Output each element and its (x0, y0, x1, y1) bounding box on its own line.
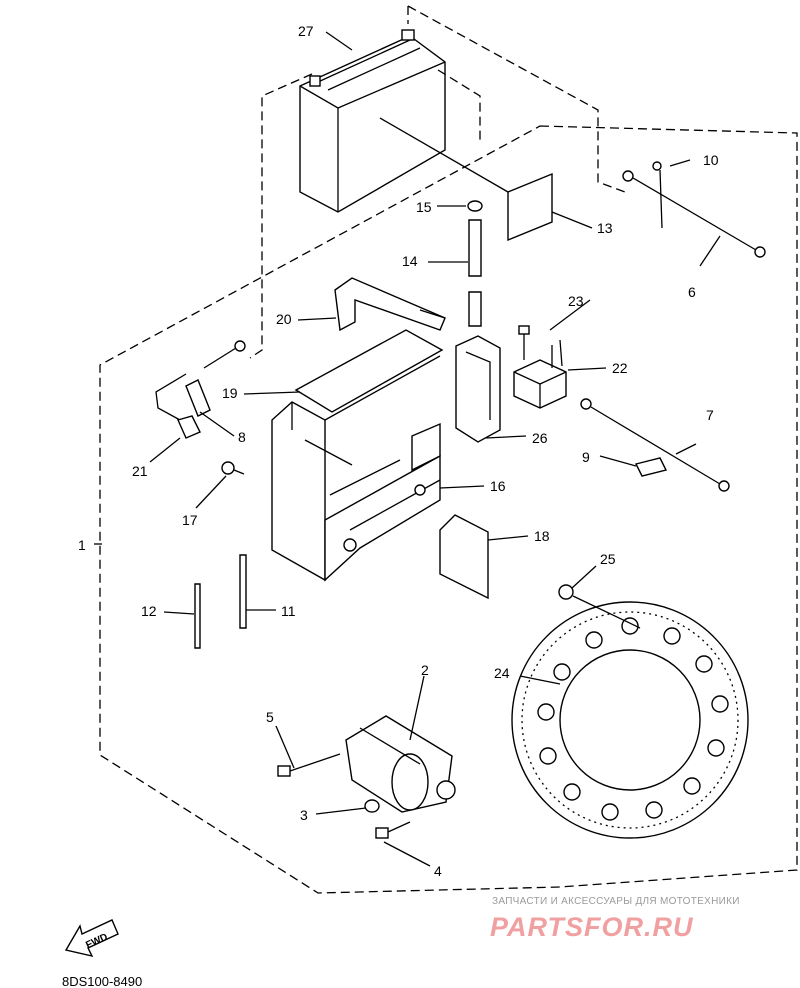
battery-neg-path (249, 73, 313, 359)
callout-12: 12 (141, 603, 157, 619)
callout-labels: 27 15 13 14 10 6 20 23 22 19 8 7 26 9 21… (78, 23, 719, 879)
callout-11: 11 (281, 603, 296, 619)
starter-ring-gear-part (511, 601, 749, 839)
starter-motor-cable-part (580, 398, 730, 492)
negative-lead-part (155, 340, 246, 421)
starter-relay-part (513, 339, 567, 409)
battery-cable-path (407, 5, 626, 193)
callout-9: 9 (582, 449, 590, 465)
relay-bolt-part (518, 325, 530, 360)
callout-24: 24 (494, 665, 510, 681)
relay-holder-part (455, 335, 501, 443)
callout-26: 26 (532, 430, 548, 446)
cable-tie-a-part (239, 554, 247, 629)
callout-27: 27 (298, 23, 314, 39)
callout-25: 25 (600, 551, 616, 567)
callout-3: 3 (300, 807, 308, 823)
callout-5: 5 (266, 709, 274, 725)
motor-bolt-long-part (277, 753, 341, 777)
callout-17: 17 (182, 512, 198, 528)
battery-part (299, 29, 446, 213)
callout-21: 21 (132, 463, 148, 479)
disc-holes (537, 617, 729, 821)
box-screw-part (221, 461, 245, 475)
callout-14: 14 (402, 253, 418, 269)
callout-4: 4 (434, 863, 442, 879)
callout-15: 15 (416, 199, 432, 215)
battery-pad-part (507, 172, 553, 242)
motor-bolt-short-part (375, 821, 411, 839)
o-ring-part (364, 799, 380, 813)
callout-10: 10 (703, 152, 719, 168)
lead-connector-part (177, 415, 201, 439)
callout-13: 13 (597, 220, 613, 236)
fwd-arrow-icon: FWD (64, 919, 119, 958)
cover-plate-part (439, 514, 489, 600)
battery-box-part (271, 355, 441, 582)
callout-19: 19 (222, 385, 238, 401)
battery-mat-part (294, 329, 444, 413)
leader-lines (94, 31, 721, 867)
cable-tie-b-part (194, 583, 201, 649)
battery-band-part (334, 277, 446, 332)
callout-20: 20 (276, 311, 292, 327)
callout-7: 7 (706, 407, 714, 423)
battery-positive-cable-part (622, 170, 766, 258)
disc-bolt-part (558, 584, 641, 629)
battery-lead-part (652, 161, 663, 229)
drawing-code: 8DS100-8490 (62, 974, 142, 988)
callout-16: 16 (490, 478, 506, 494)
callout-18: 18 (534, 528, 550, 544)
callout-8: 8 (238, 429, 246, 445)
watermark-caption: ЗАПЧАСТИ И АКСЕССУАРЫ ДЛЯ МОТОТЕХНИКИ (492, 896, 740, 907)
callout-22: 22 (612, 360, 628, 376)
cable-clamp-part (634, 457, 668, 477)
breather-tube-part (468, 219, 482, 277)
callout-6: 6 (688, 284, 696, 300)
assembly-boundary-dashed (99, 125, 798, 894)
watermark-site: PARTSFOR.RU (490, 912, 694, 942)
callout-23: 23 (568, 293, 584, 309)
starter-motor-part (345, 715, 456, 813)
callout-2: 2 (421, 662, 429, 678)
breather-cap-part (467, 200, 483, 212)
callout-1: 1 (78, 537, 86, 553)
